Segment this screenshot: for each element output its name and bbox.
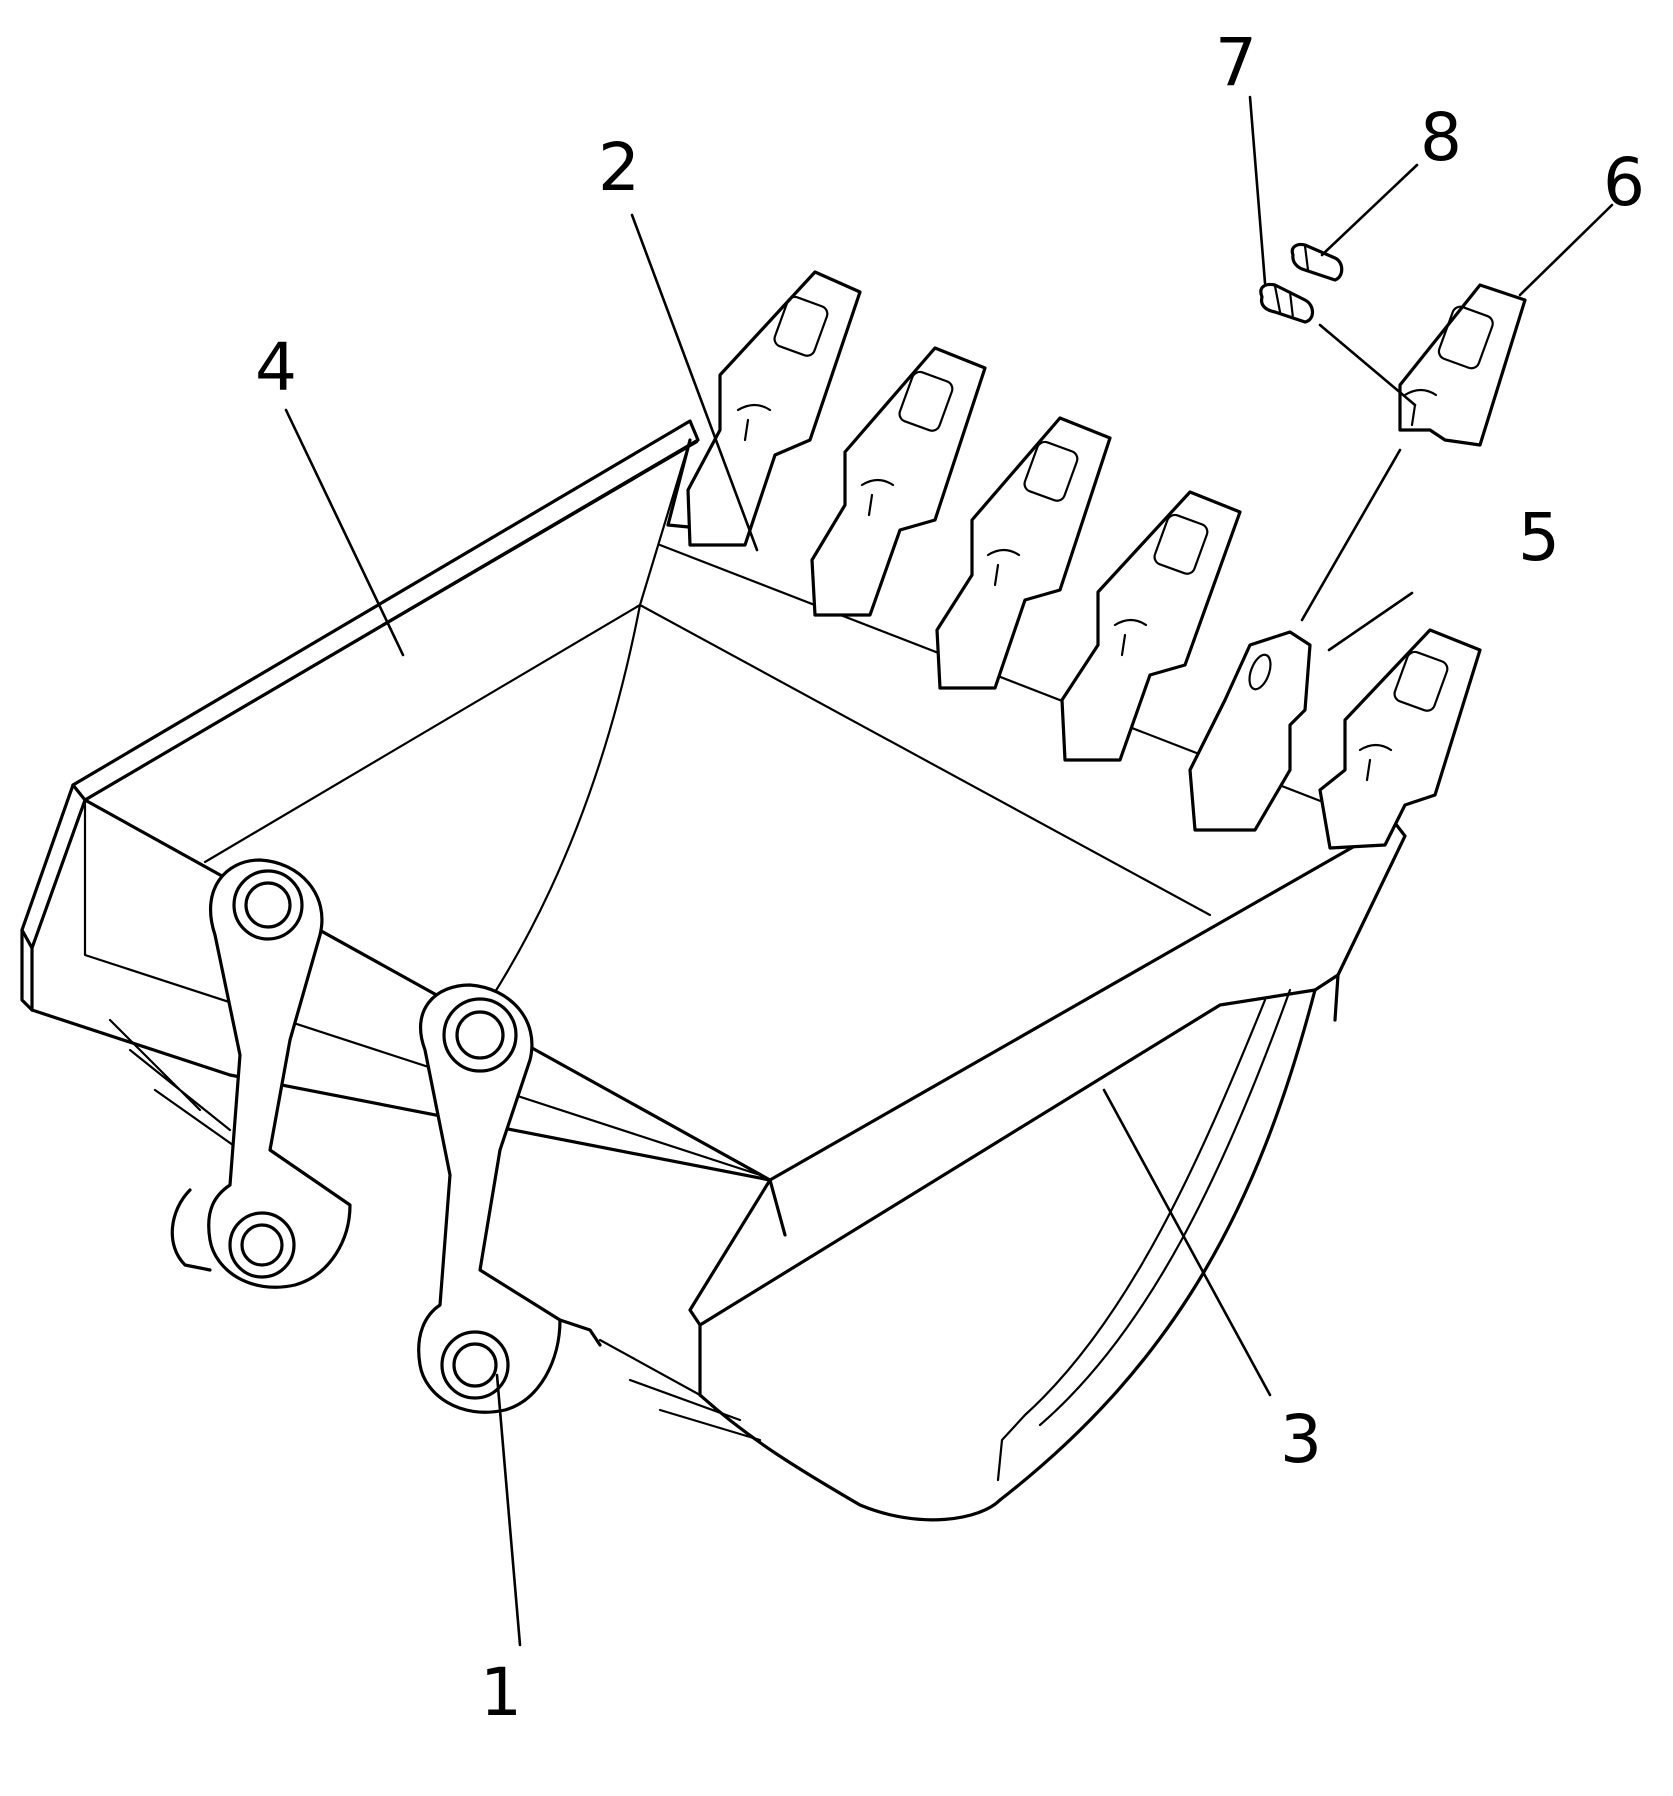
callout-2: 2 bbox=[598, 129, 640, 206]
right-side-plate bbox=[688, 821, 1407, 1327]
exploded-pin bbox=[1259, 282, 1315, 324]
wrapper-band bbox=[30, 946, 787, 1237]
callout-7: 7 bbox=[1215, 24, 1257, 101]
callout-numbers: 1 2 3 4 5 6 7 8 bbox=[255, 24, 1645, 1731]
callout-5: 5 bbox=[1518, 499, 1560, 576]
hinge-bracket-right bbox=[417, 983, 602, 1414]
bucket-body bbox=[20, 419, 1407, 1522]
exploded-tooth-point bbox=[1398, 283, 1527, 447]
hinge-bracket-left bbox=[170, 858, 352, 1289]
exploded-lock bbox=[1290, 242, 1344, 282]
tooth-6 bbox=[1318, 628, 1482, 850]
callout-6: 6 bbox=[1603, 144, 1645, 221]
callout-3: 3 bbox=[1280, 1401, 1322, 1478]
callout-8: 8 bbox=[1420, 99, 1462, 176]
callout-1: 1 bbox=[480, 1654, 522, 1731]
tooth-adapter bbox=[1188, 630, 1312, 832]
tooth-4 bbox=[1060, 490, 1242, 762]
leader-lines bbox=[284, 95, 1614, 1647]
inner-back-wall bbox=[203, 603, 1212, 917]
left-side-plate bbox=[71, 419, 700, 802]
tooth-2 bbox=[810, 346, 987, 617]
bottom-shell bbox=[698, 1393, 1002, 1522]
callout-4: 4 bbox=[255, 329, 297, 406]
tooth-3 bbox=[935, 416, 1112, 690]
tooth-1 bbox=[686, 270, 862, 547]
